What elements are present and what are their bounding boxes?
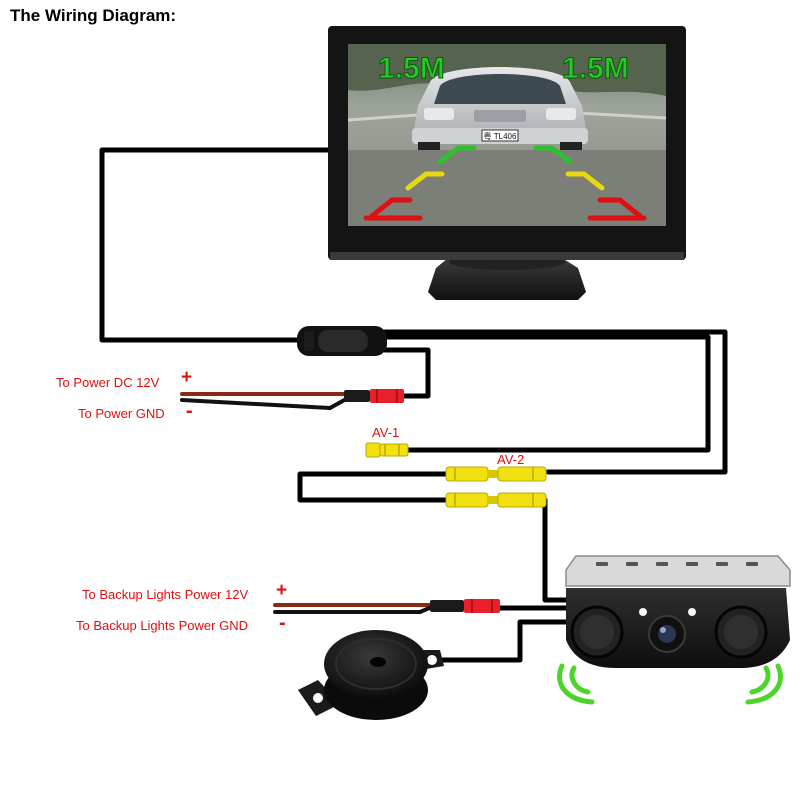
backup-camera bbox=[557, 555, 791, 705]
plus-sign-power: + bbox=[181, 367, 193, 388]
diagram-title: The Wiring Diagram: bbox=[10, 6, 177, 25]
power-lead bbox=[382, 347, 431, 399]
power-box bbox=[297, 326, 387, 356]
distance-left-text: 1.5M bbox=[378, 52, 446, 86]
av2-loop-cable bbox=[297, 471, 451, 503]
av1-connector bbox=[365, 442, 409, 458]
plate-text: 粤 TL406 bbox=[484, 131, 517, 141]
buzzer-cable bbox=[430, 619, 571, 663]
minus-sign-backup: - bbox=[279, 612, 286, 634]
screen-car: 粤 TL406 bbox=[412, 67, 588, 150]
video-cable-right bbox=[382, 329, 728, 475]
monitor: 粤 TL406 bbox=[328, 26, 686, 300]
buzzer bbox=[298, 630, 444, 720]
av2-connectors bbox=[445, 466, 547, 508]
label-backup-gnd: To Backup Lights Power GND bbox=[76, 618, 248, 633]
distance-right-text: 1.5M bbox=[562, 52, 630, 86]
monitor-screen: 粤 TL406 bbox=[347, 44, 667, 226]
label-power-gnd: To Power GND bbox=[78, 406, 165, 421]
power-wires bbox=[180, 392, 352, 410]
wires bbox=[99, 147, 728, 663]
minus-sign-power: - bbox=[186, 400, 193, 422]
sensor-waves bbox=[557, 663, 783, 705]
backup-wires bbox=[273, 603, 436, 614]
monitor-cable bbox=[99, 147, 335, 343]
camera-video-cable bbox=[542, 497, 571, 603]
backup-connector bbox=[430, 599, 500, 613]
power-connector bbox=[344, 389, 404, 403]
label-power-dc: To Power DC 12V bbox=[56, 375, 160, 390]
label-backup-power: To Backup Lights Power 12V bbox=[82, 587, 249, 602]
label-av2: AV-2 bbox=[497, 452, 525, 467]
label-av1: AV-1 bbox=[372, 425, 400, 440]
plus-sign-backup: + bbox=[276, 580, 288, 601]
av1-cable bbox=[377, 334, 711, 453]
parking-guide-lines bbox=[363, 145, 647, 221]
